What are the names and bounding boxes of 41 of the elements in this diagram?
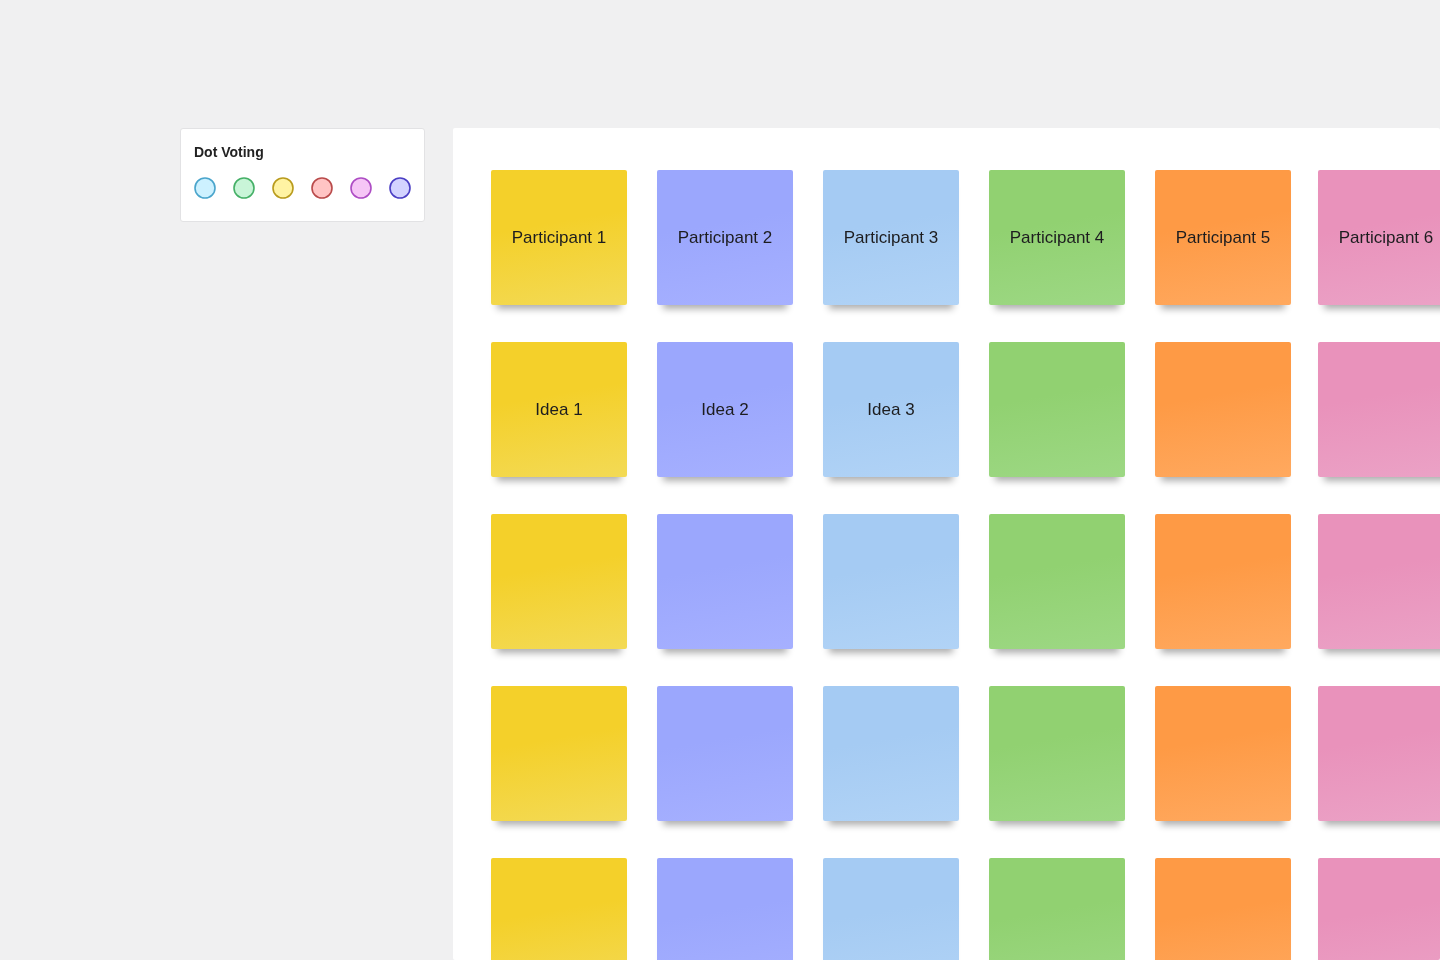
sticky-note: [491, 342, 627, 477]
sticky-note: [491, 514, 627, 649]
sticky-note: [989, 858, 1125, 960]
sticky-note: [1155, 858, 1291, 960]
sticky-note: [989, 170, 1125, 305]
note-text: Participant 5: [1175, 226, 1271, 249]
sticky-note: [1155, 514, 1291, 649]
sticky-note: [657, 858, 793, 960]
note-text: Participant 3: [843, 226, 939, 249]
sticky-note: [657, 686, 793, 821]
whiteboard-frame: [453, 128, 1440, 960]
note-text: Participant 2: [677, 226, 773, 249]
voting-card: [180, 128, 425, 222]
sticky-note: [823, 342, 959, 477]
sticky-note: [657, 342, 793, 477]
sticky-note: [989, 342, 1125, 477]
sticky-note: [823, 514, 959, 649]
sticky-note: [989, 686, 1125, 821]
sticky-note: [1155, 170, 1291, 305]
note-text: Participant 1: [511, 226, 607, 249]
sticky-note: [989, 514, 1125, 649]
note-text: Idea 1: [535, 398, 583, 421]
sticky-note: [657, 170, 793, 305]
sticky-note: [657, 514, 793, 649]
card-title: Dot Voting: [194, 143, 264, 161]
sticky-note: [1318, 342, 1440, 477]
sticky-note: [1318, 170, 1440, 305]
sticky-note: [491, 686, 627, 821]
note-text: Idea 3: [867, 398, 915, 421]
sticky-note: [823, 170, 959, 305]
note-text: Participant 6: [1338, 226, 1434, 249]
sticky-note: [823, 686, 959, 821]
note-text: Idea 2: [701, 398, 749, 421]
sticky-note: [823, 858, 959, 960]
sticky-note: [491, 858, 627, 960]
sticky-note: [1318, 686, 1440, 821]
sticky-note: [1155, 686, 1291, 821]
sticky-note: [1155, 342, 1291, 477]
sticky-note: [491, 170, 627, 305]
sticky-note: [1318, 514, 1440, 649]
note-text: Participant 4: [1009, 226, 1105, 249]
